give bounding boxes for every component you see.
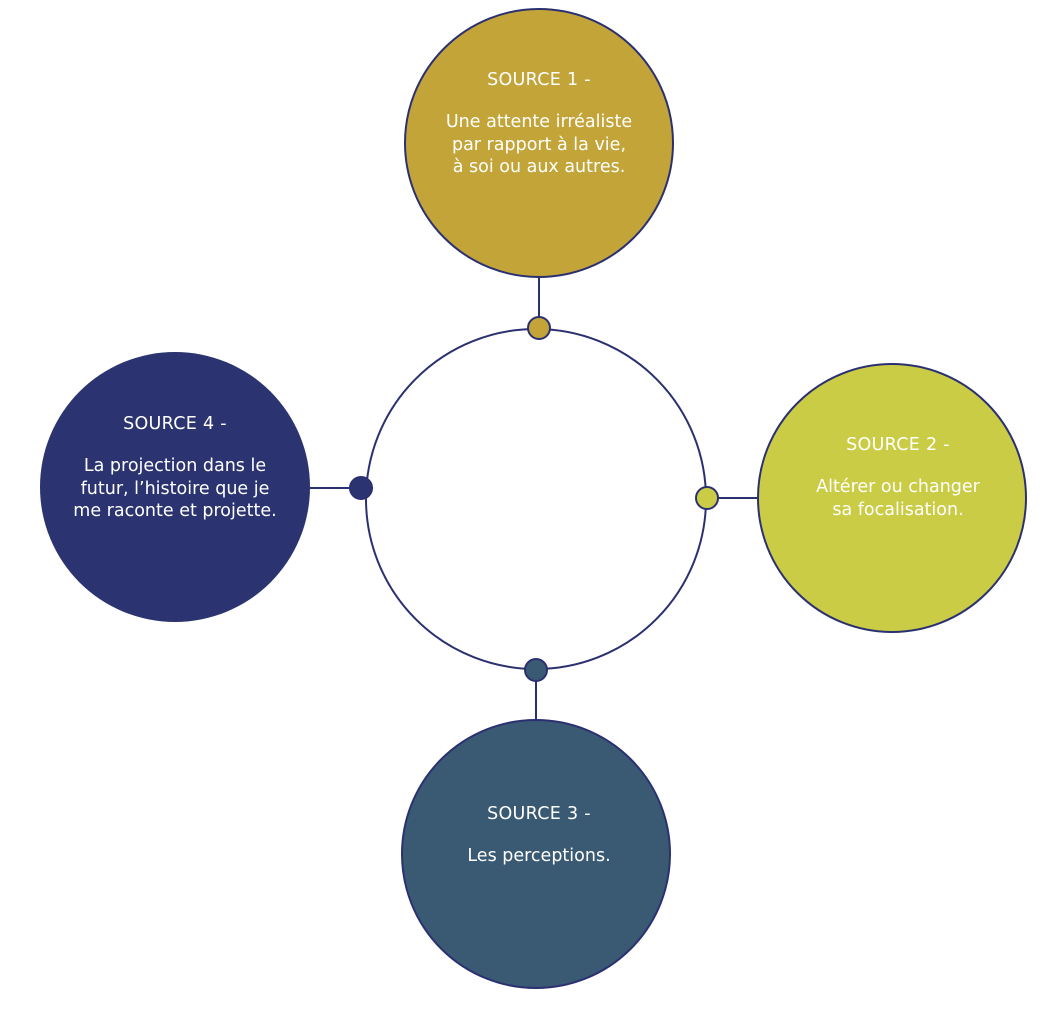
source-3-dot [524, 658, 548, 682]
source-4-body: La projection dans le futur, l’histoire … [73, 456, 277, 521]
source-4-dot [349, 476, 373, 500]
source-4-circle [40, 352, 310, 622]
source-1-text: SOURCE 1 - Une attente irréaliste par ra… [409, 70, 669, 179]
source-3-circle [401, 719, 671, 989]
source-2-circle [757, 363, 1027, 633]
source-1-dot [527, 316, 551, 340]
source-2-dot [695, 486, 719, 510]
source-3-text: SOURCE 3 - Les perceptions. [409, 804, 669, 868]
source-4-title: SOURCE 4 - [123, 414, 227, 434]
source-1-body: Une attente irréaliste par rapport à la … [445, 112, 633, 177]
source-2-title: SOURCE 2 - [846, 435, 950, 455]
source-3-title: SOURCE 3 - [487, 804, 591, 824]
source-4-text: SOURCE 4 - La projection dans le futur, … [45, 414, 305, 523]
source-2-text: SOURCE 2 - Altérer ou changer sa focalis… [768, 435, 1028, 521]
center-circle [365, 328, 707, 670]
source-1-circle [404, 8, 674, 278]
source-2-body: Altérer ou changer sa focalisation. [816, 477, 980, 520]
source-1-title: SOURCE 1 - [487, 70, 591, 90]
source-3-body: Les perceptions. [467, 846, 611, 866]
